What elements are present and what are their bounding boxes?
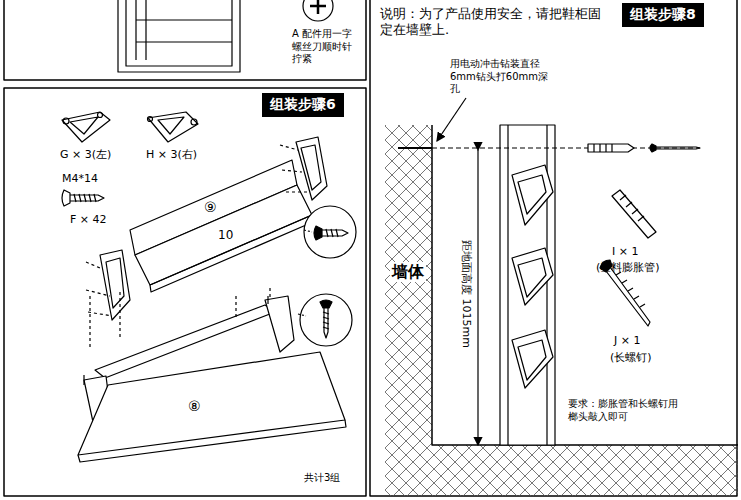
part-label: (塑料膨胀管) xyxy=(596,261,660,275)
illustration-stroke xyxy=(518,258,546,297)
illustration-stroke xyxy=(512,330,553,388)
step-title-band: 组装步骤8 xyxy=(622,3,704,27)
illustration-stroke xyxy=(656,147,700,149)
part-label: F × 42 xyxy=(70,213,107,227)
note-text: 要求：膨胀管和长螺钉用榔头敲入即可 xyxy=(566,398,688,423)
illustration-stroke xyxy=(4,88,366,496)
illustration-stroke xyxy=(74,194,96,202)
illustration-stroke xyxy=(432,125,738,445)
illustration-stroke xyxy=(136,20,232,42)
illustration-stroke xyxy=(150,215,313,292)
illustration-stroke xyxy=(620,195,644,221)
illustration-stroke xyxy=(320,300,332,308)
illustration-stroke xyxy=(432,147,700,148)
illustration-stroke xyxy=(136,0,146,60)
part-label: (长螺钉) xyxy=(610,351,652,365)
illustration-stroke xyxy=(90,288,270,350)
illustration-stroke xyxy=(148,117,153,122)
illustration-stroke xyxy=(63,118,69,124)
illustration-stroke xyxy=(477,150,478,445)
illustration-stroke xyxy=(78,352,345,455)
illustration-stroke xyxy=(588,144,634,152)
illustration-stroke xyxy=(98,113,103,118)
part-label: I × 1 xyxy=(612,245,638,259)
note-text: 共计3组 xyxy=(304,472,340,485)
illustration-stroke xyxy=(398,147,432,149)
illustration-stroke xyxy=(518,175,546,214)
illustration-stroke xyxy=(191,119,197,125)
part-label: J × 1 xyxy=(614,334,640,348)
illustration-stroke xyxy=(118,0,240,72)
drill-note: 用电动冲击钻装直径6mm钻头打60mm深孔 xyxy=(448,58,560,96)
illustration-stroke xyxy=(594,144,612,152)
callout-number: 10 xyxy=(218,228,233,243)
note-text: A 配件用一字螺丝刀顺时针拧紧 xyxy=(292,28,354,66)
illustration-stroke xyxy=(370,0,737,496)
step-title: 组装步骤6 xyxy=(270,96,336,112)
illustration-stroke xyxy=(518,340,546,380)
step-title: 组装步骤8 xyxy=(630,6,696,22)
illustration-stroke xyxy=(135,185,312,285)
illustration-stroke xyxy=(301,145,321,190)
illustration-stroke xyxy=(323,312,329,329)
illustration-stroke xyxy=(322,230,348,236)
illustration-stroke xyxy=(304,230,312,232)
illustration-stroke xyxy=(106,258,124,308)
illustration-stroke xyxy=(304,206,356,258)
illustration-stroke xyxy=(280,145,308,192)
illustration-stroke xyxy=(385,125,738,496)
illustration-stroke xyxy=(296,137,327,200)
illustration-stroke xyxy=(437,98,466,141)
illustration-stroke xyxy=(303,0,333,21)
illustration-stroke xyxy=(314,226,322,240)
wall-label: 墙体 xyxy=(390,262,426,282)
part-label: G × 3(左) xyxy=(60,148,111,162)
illustration-stroke xyxy=(62,112,110,142)
illustration-stroke xyxy=(298,314,306,316)
part-label: M4*14 xyxy=(62,172,98,186)
illustration-stroke xyxy=(326,229,338,237)
illustration-stroke xyxy=(310,0,326,14)
illustration-stroke xyxy=(500,125,555,445)
illustration-stroke xyxy=(86,262,112,316)
illustration-stroke xyxy=(512,165,553,225)
illustration-stroke xyxy=(100,250,130,320)
illustration-stroke xyxy=(606,267,650,326)
illustration-stroke xyxy=(78,420,346,462)
note-text: 说明：为了产品使用安全，请把鞋柜固定在墙壁上. xyxy=(380,6,612,39)
illustration-stroke xyxy=(148,112,198,142)
illustration-stroke xyxy=(62,190,70,206)
illustration-stroke xyxy=(650,144,656,152)
step-title-band: 组装步骤6 xyxy=(262,93,344,117)
illustration-stroke xyxy=(612,190,656,238)
illustration-stroke xyxy=(265,296,294,352)
dimension-label: 距地面高度 1015mm xyxy=(459,238,473,350)
callout-number: ⑨ xyxy=(204,199,217,217)
callout-number: ⑧ xyxy=(188,398,201,416)
illustration-stroke xyxy=(512,248,553,305)
illustration-stroke xyxy=(158,117,184,134)
illustration-stroke xyxy=(300,294,352,346)
illustration-stroke xyxy=(324,308,328,338)
illustration-stroke xyxy=(70,117,98,134)
illustration-stroke xyxy=(126,0,232,66)
part-label: H × 3(右) xyxy=(146,148,197,162)
illustration-stroke xyxy=(70,195,104,201)
illustration-stroke xyxy=(616,272,645,307)
